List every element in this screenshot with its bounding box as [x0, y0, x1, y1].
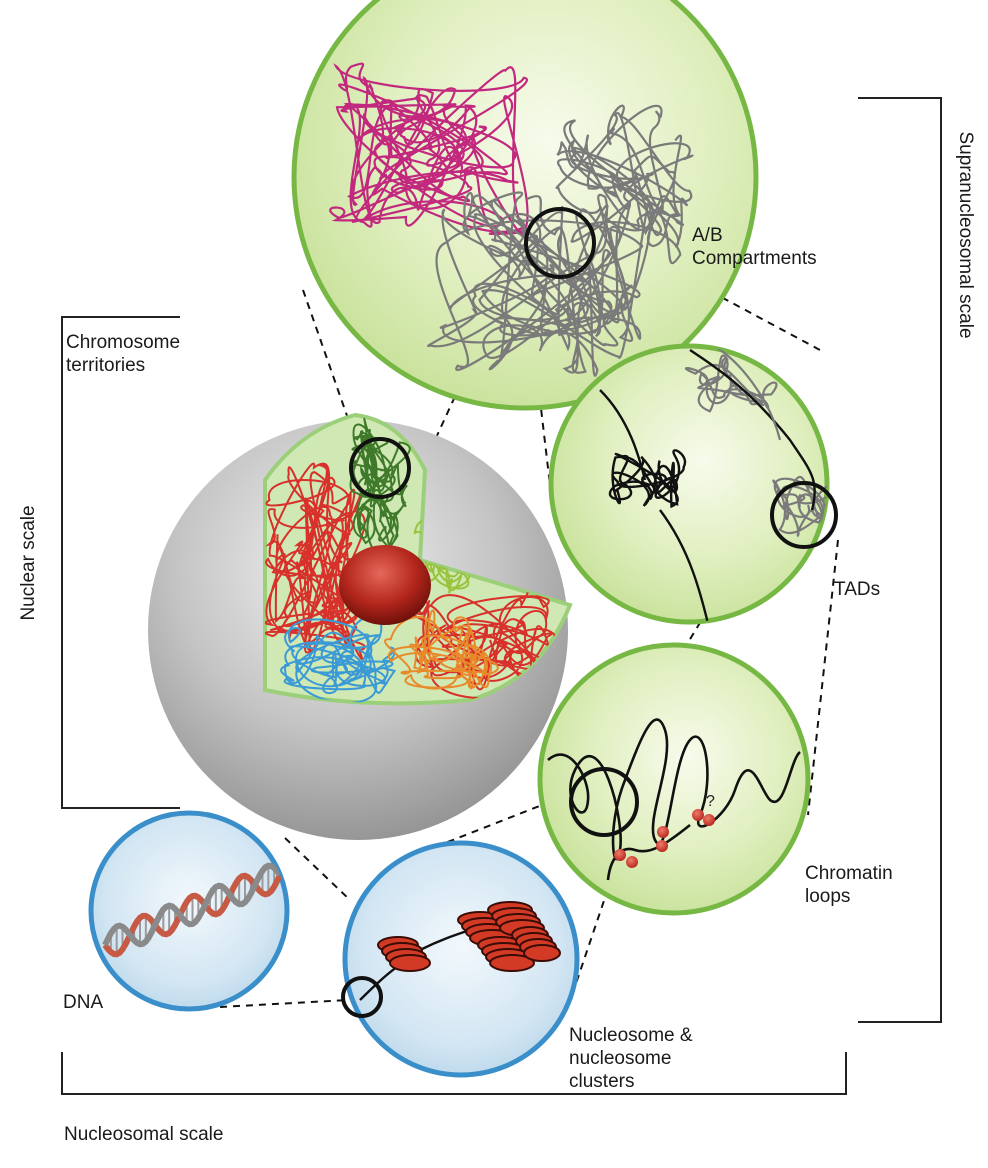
unknown-anchor-question-mark: ?: [706, 793, 715, 810]
chromatin-loops-label: Chromatin loops: [805, 863, 893, 907]
nuclear-scale-label: Nuclear scale: [18, 505, 39, 620]
tads-label: TADs: [834, 579, 881, 600]
supranucleosomal-scale-label: Supranucleosomal scale: [955, 131, 976, 338]
chromatin-loops-view: ?: [537, 642, 811, 916]
nucleosome-clusters-view: [341, 840, 580, 1078]
nucleolus: [339, 545, 431, 625]
nucleosomal-scale-bracket: [61, 1052, 847, 1095]
zoom-circle-icon: [524, 207, 596, 279]
chromosome-territories-label: Chromosome territories: [66, 332, 181, 376]
dna-helix-icon: [102, 862, 283, 958]
dna-view: [88, 810, 290, 1012]
nucleosome-clusters-label: Nucleosome & nucleosome clusters: [569, 1025, 693, 1092]
nuclear-scale-bracket: [61, 316, 180, 809]
ab-compartments-label: A/B Compartments: [692, 225, 817, 269]
supranucleosomal-scale-bracket: [858, 97, 942, 1023]
nucleosomal-scale-label: Nucleosomal scale: [64, 1124, 224, 1145]
nucleus-sphere-icon: [148, 412, 573, 840]
zoom-circle-icon: [770, 481, 838, 549]
dna-label: DNA: [63, 992, 104, 1013]
ab-compartments-view: [291, 0, 759, 411]
nucleosome-icon: [377, 901, 561, 972]
zoom-circle-icon: [569, 767, 639, 837]
zoom-circle-icon: [341, 976, 383, 1018]
loop-anchor-icon: [614, 809, 715, 868]
tads-view: [548, 343, 838, 625]
zoom-circle-icon: [349, 437, 411, 499]
